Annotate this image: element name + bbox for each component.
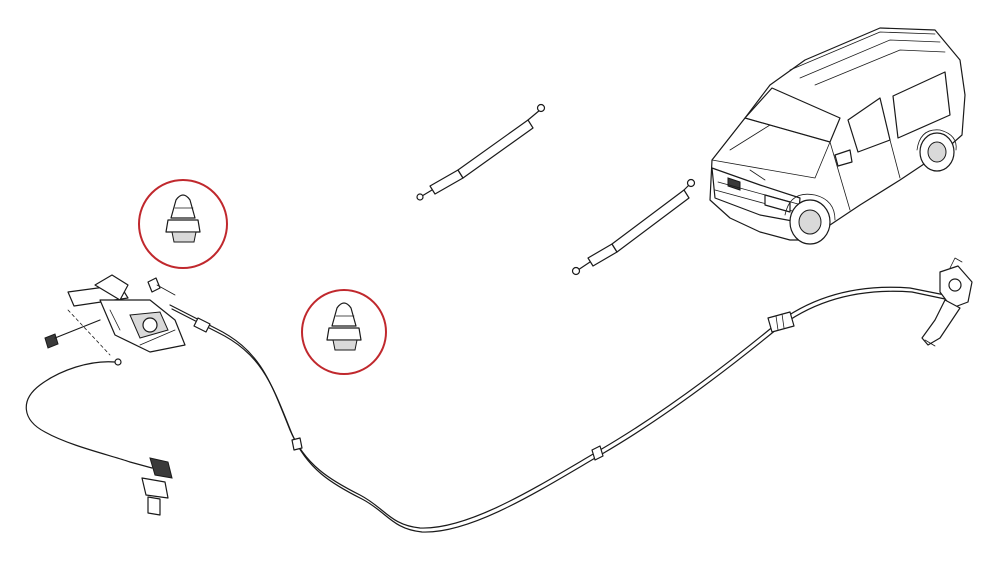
van-illustration [709,27,966,245]
latch-sensor-cable [25,358,173,516]
gas-strut-lower [571,178,696,276]
release-lever [921,257,973,347]
hood-bump-stop [301,289,387,375]
gas-strut-upper [416,103,546,201]
highlight-circle [301,289,387,375]
hood-lock-latch [44,274,186,356]
highlight-circle [138,179,228,269]
hood-bump-stop [138,179,228,269]
release-cable [169,286,946,533]
